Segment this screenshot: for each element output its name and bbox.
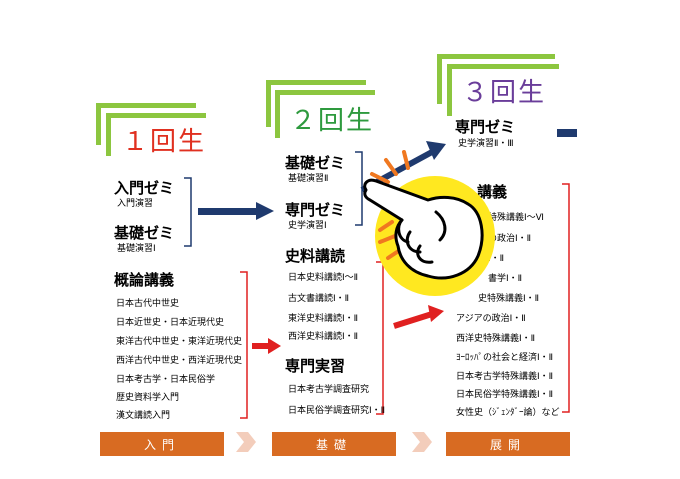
col3-kogi-item: アジアの政治Ⅰ・Ⅱ: [456, 314, 526, 324]
chevron-2: [412, 432, 432, 452]
stage-title-1: １回生: [122, 127, 207, 157]
col3-senmon-sub: 史学演習Ⅱ・Ⅲ: [458, 139, 514, 149]
col3-senmon-title: 専門ゼミ: [455, 118, 516, 136]
col1-gairon-item: 日本近世史・日本近現代史: [116, 318, 225, 328]
stair-shape-1: [96, 103, 206, 156]
col3-kogi-item: 日本民俗学特殊講義Ⅰ・Ⅱ: [456, 390, 554, 400]
col2-shiryo-item: 日本史料講読Ⅰ～Ⅱ: [288, 273, 359, 283]
col1-kiso-sub: 基礎演習Ⅰ: [117, 244, 156, 254]
col2-senmon-sub: 史学演習Ⅰ: [288, 221, 327, 231]
bracket-col1-seminar: [184, 177, 192, 247]
col2-jisshu-title: 専門実習: [285, 357, 346, 375]
col1-kiso-title: 基礎ゼミ: [114, 224, 175, 242]
navy-arrow-1: [198, 202, 274, 220]
col2-jisshu-item: 日本考古学調査研究: [288, 385, 370, 395]
col1-gairon-item: 漢文講読入門: [116, 411, 171, 421]
bracket-col1-gairon: [240, 271, 248, 419]
stage-bar-tenkai: 展開: [446, 432, 570, 456]
stage-title-3: ３回生: [462, 78, 547, 108]
col2-shiryo-item: 西洋史料講読Ⅰ・Ⅱ: [288, 332, 359, 342]
bracket-col2-shiryo: [376, 261, 384, 415]
col1-nyumon-sub: 入門演習: [117, 199, 154, 209]
col3-kogi-item: 女性史（ｼﾞｪﾝﾀﾞｰ論）など: [456, 408, 560, 418]
col3-kogi-item: 史特殊講義Ⅰ・Ⅱ: [478, 294, 540, 304]
bracket-col3-kogi: [562, 183, 570, 413]
col1-gairon-item: 西洋古代中世史・西洋近現代史: [116, 356, 243, 366]
col2-shiryo-item: 東洋史料講読Ⅰ・Ⅱ: [288, 314, 359, 324]
col3-kogi-item: 西洋史特殊講義Ⅰ・Ⅱ: [456, 334, 536, 344]
stair-shape-3: [437, 54, 559, 116]
col2-senmon-title: 専門ゼミ: [285, 201, 346, 219]
stair-shape-2: [266, 80, 375, 138]
col1-gairon-item: 東洋古代中世史・東洋近現代史: [116, 337, 243, 347]
stage-bar-kiso: 基礎: [272, 432, 396, 456]
col3-kogi-item: ﾖｰﾛｯﾊﾟの社会と経済Ⅰ・Ⅱ: [456, 353, 554, 363]
col2-shiryo-title: 史料講読: [285, 247, 346, 265]
red-arrow-2: [393, 305, 444, 329]
col2-jisshu-item: 日本民俗学調査研究Ⅰ・Ⅱ: [288, 406, 386, 416]
col3-kogi-item: Ⅰ・Ⅱ: [488, 254, 505, 264]
col3-kogi-item: 日本考古学特殊講義Ⅰ・Ⅱ: [456, 372, 554, 382]
col3-kogi-item: 書学Ⅰ・Ⅱ: [488, 274, 523, 284]
stage-bar-nyumon: 入門: [100, 432, 224, 456]
col1-gairon-item: 歴史資料学入門: [116, 393, 180, 403]
chevron-1: [236, 432, 256, 452]
col1-gairon-item: 日本古代中世史: [116, 299, 180, 309]
col1-nyumon-title: 入門ゼミ: [114, 179, 175, 197]
navy-dash: [557, 129, 577, 137]
col2-shiryo-item: 古文書講読Ⅰ・Ⅱ: [288, 294, 350, 304]
col3-kogi-item: の政治Ⅰ・Ⅱ: [488, 234, 532, 244]
col1-gairon-item: 日本考古学・日本民俗学: [116, 375, 216, 385]
stage-title-2: ２回生: [290, 106, 375, 136]
col3-kogi-title: 講義: [477, 183, 508, 201]
red-arrow-1: [252, 338, 281, 354]
col1-gairon-title: 概論講義: [114, 271, 175, 289]
col3-kogi-item: 特殊講義Ⅰ～Ⅵ: [488, 213, 544, 223]
col2-kiso-title: 基礎ゼミ: [285, 154, 346, 172]
col2-kiso-sub: 基礎演習Ⅱ: [288, 174, 329, 184]
